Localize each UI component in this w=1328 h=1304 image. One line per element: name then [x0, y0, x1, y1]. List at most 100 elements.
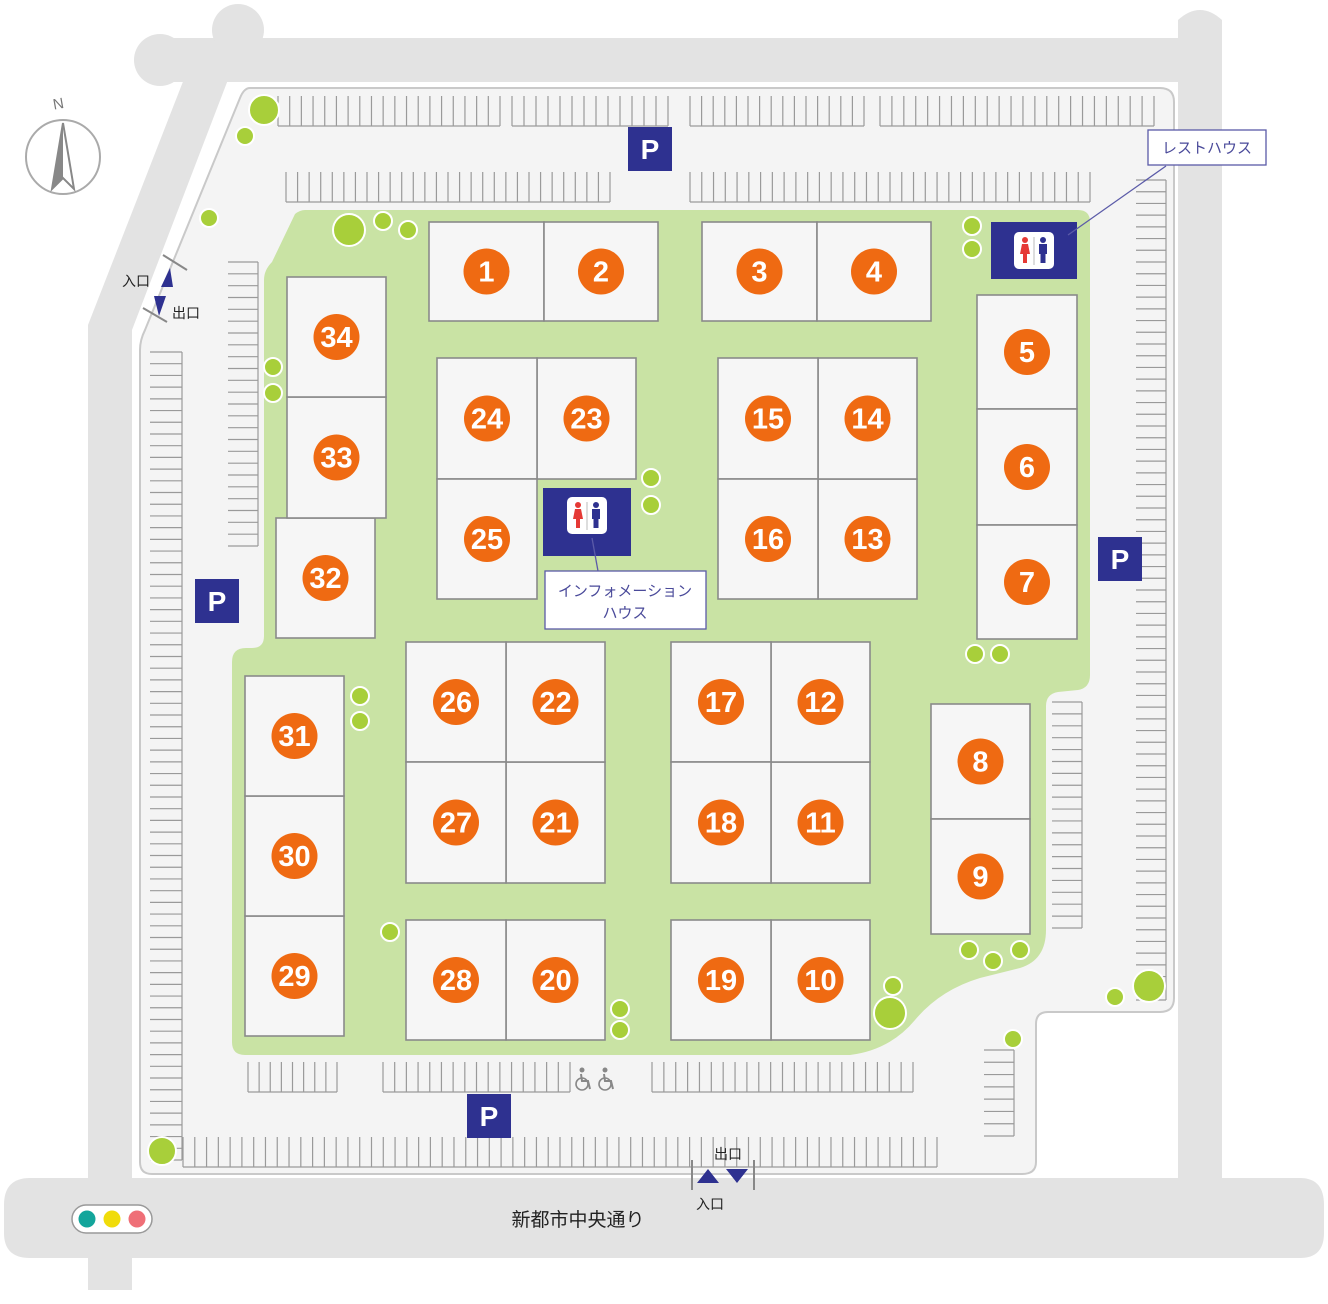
- plot-badge: [957, 738, 1004, 785]
- plot-badge: [302, 555, 349, 601]
- parking-stall-row: [182, 1137, 938, 1168]
- plot-badge: [797, 957, 844, 1003]
- plot-badge: [271, 713, 318, 759]
- plot-33[interactable]: 33: [286, 396, 387, 519]
- plot-25[interactable]: 25: [436, 478, 538, 600]
- plot-badge: [1004, 329, 1050, 375]
- plot-number: 16: [752, 524, 784, 556]
- plot-24[interactable]: 24: [436, 357, 538, 480]
- plot-32[interactable]: 32: [275, 517, 376, 639]
- plot-23[interactable]: 23: [536, 357, 637, 480]
- parking-sign-label: P: [641, 134, 660, 165]
- tree-icon: [235, 126, 255, 146]
- tree-icon: [147, 1136, 177, 1166]
- plot-8[interactable]: 8: [930, 703, 1031, 820]
- west-gate-exit-label: 出口: [172, 306, 200, 322]
- tree-icon: [373, 211, 393, 231]
- parking-stall-row: [247, 1062, 338, 1093]
- plot-31[interactable]: 31: [244, 675, 345, 797]
- plot-19[interactable]: 19: [670, 919, 772, 1041]
- plot-number: 2: [593, 257, 609, 289]
- plot-3[interactable]: 3: [701, 221, 818, 322]
- plot-11[interactable]: 11: [770, 761, 871, 884]
- plot-number: 19: [705, 965, 737, 997]
- information-house[interactable]: [543, 488, 631, 556]
- plot-badge: [464, 516, 510, 562]
- parking-sign-west: P: [195, 579, 239, 623]
- plot-badge: [532, 679, 579, 725]
- roads: [4, 4, 1324, 1290]
- plot-12[interactable]: 12: [770, 641, 871, 763]
- plot-number: 34: [320, 322, 352, 354]
- plot-30[interactable]: 30: [244, 795, 345, 917]
- plot-13[interactable]: 13: [817, 478, 918, 600]
- plot-14[interactable]: 14: [817, 357, 918, 480]
- tree-icon: [350, 711, 370, 731]
- plot-number: 6: [1019, 452, 1035, 484]
- plot-20[interactable]: 20: [505, 919, 606, 1041]
- plot-5[interactable]: 5: [976, 294, 1078, 410]
- parking-sign-label: P: [208, 586, 227, 617]
- entrance-arrow-icon: [161, 268, 173, 287]
- plot-number: 4: [866, 257, 882, 289]
- plot-15[interactable]: 15: [717, 357, 819, 480]
- plot-10[interactable]: 10: [770, 919, 871, 1041]
- plot-number: 22: [539, 687, 571, 719]
- north-road: [160, 38, 1200, 82]
- plot-17[interactable]: 17: [670, 641, 772, 763]
- plot-21[interactable]: 21: [505, 761, 606, 884]
- tree-icon: [959, 940, 979, 960]
- info-house-label-line2: ハウス: [602, 604, 647, 622]
- west-road: [88, 38, 244, 1290]
- plot-7[interactable]: 7: [976, 524, 1078, 640]
- tree-icon: [199, 208, 219, 228]
- plot-badge: [271, 833, 318, 879]
- rest-house[interactable]: [991, 222, 1077, 279]
- plot-26[interactable]: 26: [405, 641, 507, 763]
- plot-34[interactable]: 34: [286, 276, 387, 398]
- rest-house-leader: [1067, 165, 1167, 236]
- south-gate[interactable]: 出口 入口: [691, 1147, 755, 1213]
- plot-number: 3: [751, 257, 767, 289]
- tree-icon: [380, 922, 400, 942]
- parking-stall-row: [879, 96, 1155, 127]
- plot-number: 25: [471, 524, 503, 556]
- parking-sign-north: P: [628, 127, 672, 171]
- plot-number: 24: [471, 404, 503, 436]
- parking-stall-row: [382, 1062, 571, 1093]
- plot-2[interactable]: 2: [543, 221, 659, 322]
- parking-stall-row: [689, 96, 865, 127]
- plot-29[interactable]: 29: [244, 915, 345, 1037]
- north-road-cap: [134, 34, 186, 86]
- tree-icon: [641, 495, 661, 515]
- plot-number: 14: [851, 404, 883, 436]
- parking-stall-row: [651, 1062, 914, 1093]
- tree-icon: [1132, 969, 1166, 1003]
- plot-number: 31: [278, 721, 310, 753]
- west-gate[interactable]: 入口 出口: [122, 254, 200, 323]
- plot-4[interactable]: 4: [816, 221, 932, 322]
- plot-number: 29: [278, 961, 310, 993]
- exit-arrow-icon: [726, 1169, 748, 1183]
- plot-badge: [698, 679, 744, 725]
- plot-18[interactable]: 18: [670, 761, 772, 884]
- plot-9[interactable]: 9: [930, 818, 1031, 935]
- plot-badge: [464, 395, 510, 442]
- parking-stall-column: [1052, 701, 1083, 929]
- plot-6[interactable]: 6: [976, 408, 1078, 526]
- plot-1[interactable]: 1: [428, 221, 545, 322]
- plot-number: 28: [440, 965, 472, 997]
- plot-22[interactable]: 22: [505, 641, 606, 763]
- plot-number: 33: [320, 443, 352, 475]
- tree-icon: [962, 216, 982, 236]
- plot-16[interactable]: 16: [717, 478, 819, 600]
- plot-28[interactable]: 28: [405, 919, 507, 1041]
- plot-number: 11: [805, 808, 836, 840]
- parking-stall-row: [511, 96, 669, 127]
- wheelchair-icon: [598, 1067, 614, 1091]
- tree-icon: [263, 383, 283, 403]
- parking-stall-column: [228, 261, 259, 547]
- plot-27[interactable]: 27: [405, 761, 507, 884]
- plot-number: 10: [804, 965, 836, 997]
- plot-badge: [433, 957, 479, 1003]
